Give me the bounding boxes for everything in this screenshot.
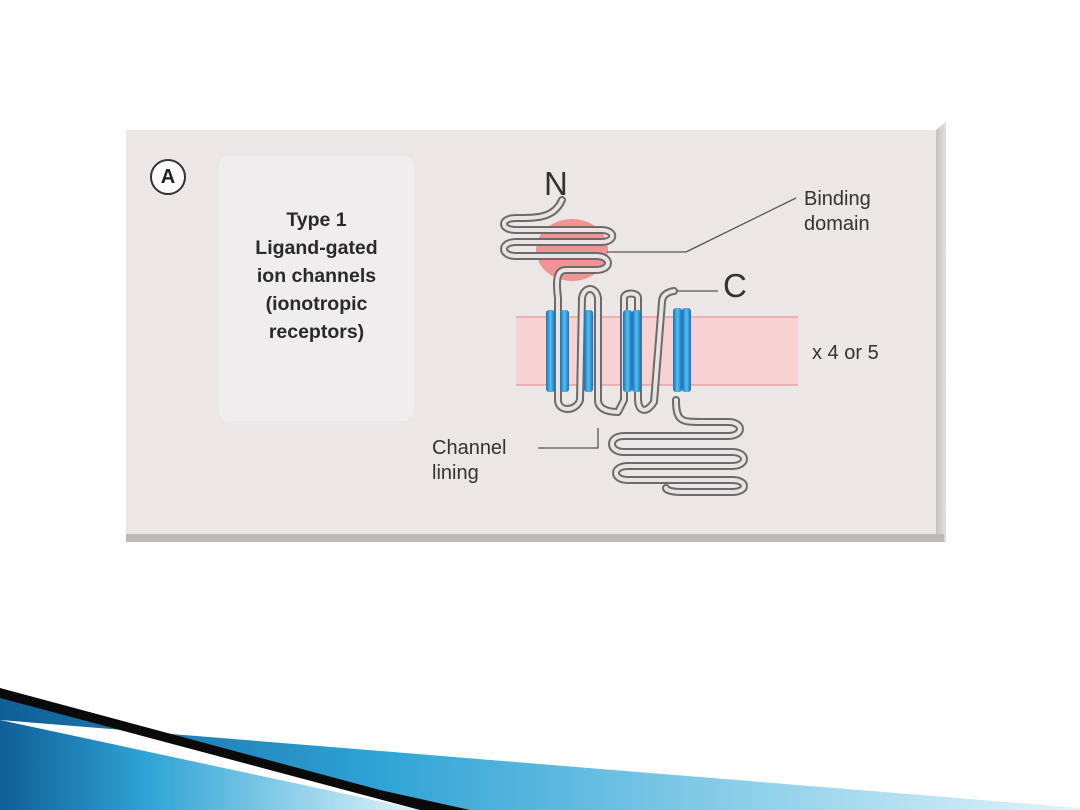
channel-lining-leader (538, 428, 599, 449)
helix-m2 (584, 310, 593, 392)
panel-edge-bottom (126, 534, 944, 542)
binding-domain-blob (536, 219, 608, 281)
blue-swoosh-base (0, 720, 420, 810)
type-description-box (219, 156, 414, 421)
slide-decoration (0, 688, 1080, 810)
helix-m1b (560, 310, 569, 392)
panel-letter: A (150, 159, 186, 195)
channel-lining-line: lining (432, 462, 479, 484)
type-line: Ligand-gated (255, 237, 378, 259)
c-terminus-label: C (723, 267, 747, 304)
binding-domain-line: domain (804, 213, 870, 235)
receptor-figure: A Type 1 Ligand-gated ion channels (iono… (126, 122, 946, 542)
transmembrane-helices (546, 308, 691, 392)
helix-m3a (623, 310, 632, 392)
channel-lining-label: Channel lining (432, 436, 507, 486)
type-line: receptors) (268, 321, 365, 343)
type-description: Type 1 Ligand-gated ion channels (ionotr… (219, 206, 414, 346)
helix-m3b (632, 310, 641, 392)
type-line: (ionotropic (265, 293, 368, 315)
binding-domain-line: Binding (804, 188, 871, 210)
helix-m1a (546, 310, 555, 392)
helix-m4a (673, 308, 682, 392)
panel-edge-right (936, 122, 946, 542)
type-line: Type 1 (286, 209, 347, 231)
n-terminus-label: N (544, 165, 568, 202)
helix-m4b (682, 308, 691, 392)
binding-domain-label: Binding domain (804, 187, 871, 237)
binding-leader (685, 197, 797, 253)
channel-lining-line: Channel (432, 437, 507, 459)
multiplicity-label: x 4 or 5 (812, 342, 879, 364)
type-line: ion channels (256, 265, 377, 287)
